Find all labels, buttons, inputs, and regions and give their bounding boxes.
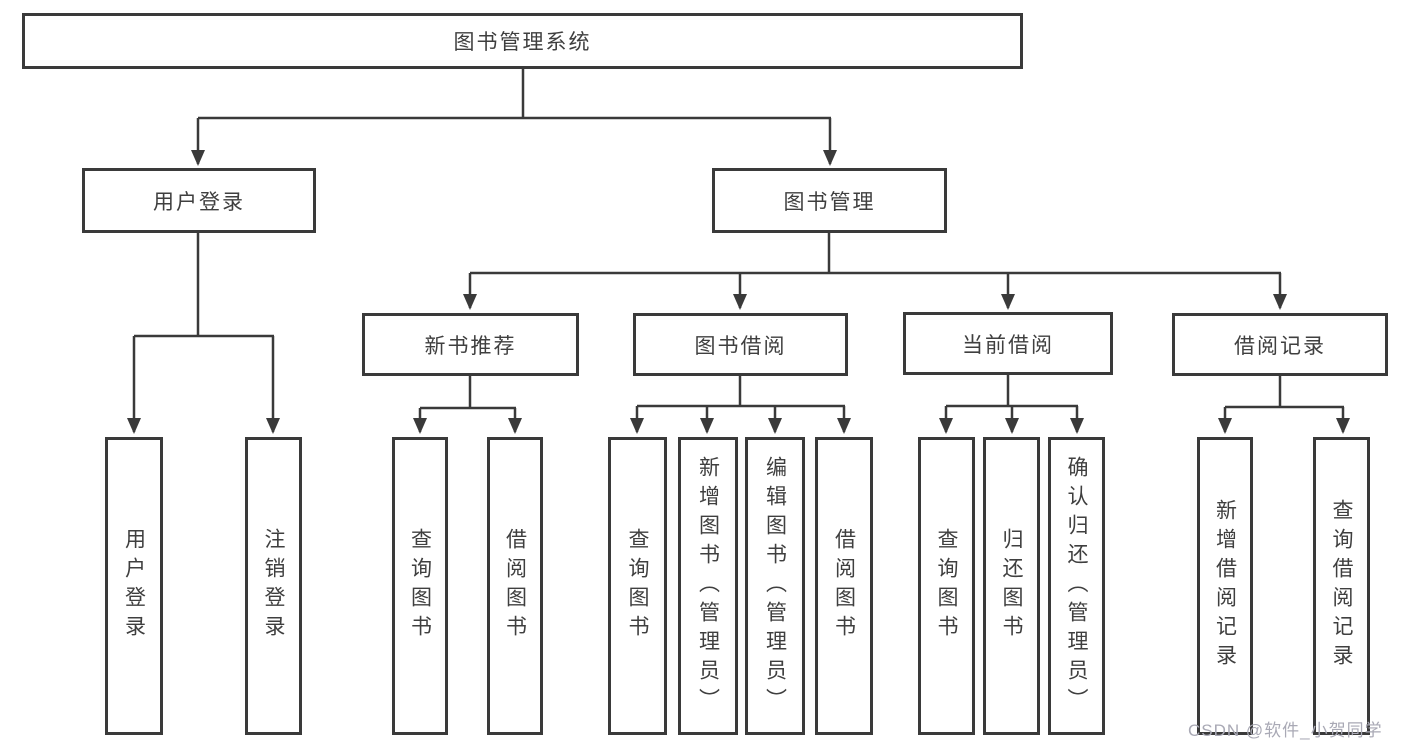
connector-current-borrow-branch xyxy=(939,375,1084,434)
leaf-recommend-query-books: 查询图书 xyxy=(392,437,448,735)
leaf-borrow-query-books: 查询图书 xyxy=(608,437,667,735)
node-new-book-recommend: 新书推荐 xyxy=(362,313,579,376)
leaf-user-login: 用户登录 xyxy=(105,437,163,735)
node-user-login: 用户登录 xyxy=(82,168,316,233)
node-borrow-records: 借阅记录 xyxy=(1172,313,1388,376)
node-root: 图书管理系统 xyxy=(22,13,1023,69)
connector-user-login-branch xyxy=(127,233,280,434)
connector-book-management-branch xyxy=(463,233,1287,310)
leaf-logout: 注销登录 xyxy=(245,437,302,735)
leaf-add-books-admin: 新增图书（管理员） xyxy=(678,437,738,735)
leaf-borrow-books: 借阅图书 xyxy=(815,437,873,735)
leaf-query-borrow-record: 查询借阅记录 xyxy=(1313,437,1370,735)
connector-new-book-recommend-branch xyxy=(413,376,522,434)
leaf-current-query-books: 查询图书 xyxy=(918,437,975,735)
leaf-add-borrow-record: 新增借阅记录 xyxy=(1197,437,1253,735)
connector-root-branch xyxy=(191,69,837,166)
node-book-borrow: 图书借阅 xyxy=(633,313,848,376)
leaf-confirm-return-admin: 确认归还（管理员） xyxy=(1048,437,1105,735)
csdn-watermark: CSDN @软件_小贺同学 xyxy=(1188,721,1383,740)
node-book-management: 图书管理 xyxy=(712,168,947,233)
connector-book-borrow-branch xyxy=(630,376,851,434)
leaf-recommend-borrow-books: 借阅图书 xyxy=(487,437,543,735)
leaf-return-books: 归还图书 xyxy=(983,437,1040,735)
connector-borrow-records-branch xyxy=(1218,376,1350,434)
node-current-borrow: 当前借阅 xyxy=(903,312,1113,375)
leaf-edit-books-admin: 编辑图书（管理员） xyxy=(745,437,805,735)
